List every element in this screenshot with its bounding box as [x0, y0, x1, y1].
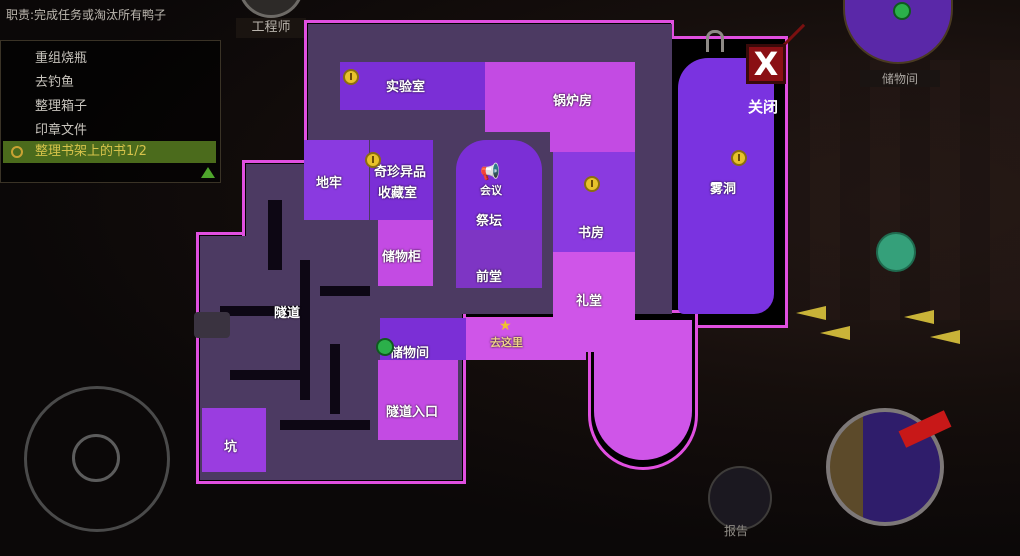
room-label: 收藏室: [378, 186, 418, 201]
star-target-icon: ★: [499, 318, 512, 334]
task-item[interactable]: 去钓鱼: [35, 75, 75, 90]
room-lobby: [456, 230, 542, 288]
task-item-active[interactable]: 整理书架上的书1/2: [3, 141, 216, 163]
room-rotunda: [594, 320, 692, 460]
task-list: 重组烧瓶 去钓鱼 整理箱子 印章文件 整理书架上的书1/2: [0, 40, 221, 183]
room-altar: [456, 140, 542, 230]
room-locker: [378, 220, 433, 286]
room-label: 雾洞: [710, 182, 737, 197]
maze-wall: [330, 344, 340, 414]
room-lab: [340, 62, 485, 110]
room-pit: [202, 408, 266, 472]
task-item[interactable]: 整理箱子: [35, 99, 88, 114]
room-storage: [380, 318, 466, 360]
room-label: 隧道: [274, 306, 301, 321]
room-goto: [466, 318, 586, 360]
room-boiler-ext: [550, 62, 635, 152]
player-speech-icon: [876, 232, 916, 272]
maze-wall: [280, 420, 370, 430]
task-bulb-icon[interactable]: [365, 152, 381, 168]
close-map-button[interactable]: X: [746, 44, 786, 84]
room-label: 地牢: [316, 176, 343, 191]
floor-arrow: [796, 306, 826, 320]
task-bulb-icon[interactable]: [343, 69, 359, 85]
player-location-icon: [376, 338, 394, 356]
room-label: 隧道入口: [386, 405, 439, 420]
room-fog: [678, 58, 774, 314]
maze-wall: [300, 260, 310, 400]
maze-wall: [230, 370, 310, 380]
room-label-goto: 去这里: [490, 336, 523, 349]
room-label: 奇珍异品: [374, 165, 427, 180]
floor-arrow: [820, 326, 850, 340]
collapse-arrow-icon[interactable]: [201, 167, 215, 178]
task-bulb-icon[interactable]: [584, 176, 600, 192]
background-wall: [780, 60, 1020, 320]
room-label: 储物间: [390, 346, 430, 361]
task-bulb-icon[interactable]: [731, 150, 747, 166]
task-target-icon: [11, 146, 23, 158]
report-label: 报告: [724, 524, 749, 538]
maze-wall: [268, 200, 282, 270]
room-label: 储物柜: [382, 250, 422, 265]
maze-wall: [220, 306, 300, 316]
joystick-knob[interactable]: [72, 434, 120, 482]
movement-joystick[interactable]: [24, 386, 170, 532]
room-label: 祭坛: [476, 214, 503, 229]
room-curio: [370, 140, 433, 220]
headphone-icon: [706, 30, 724, 52]
room-label: 锅炉房: [553, 94, 593, 109]
floor-arrow: [930, 330, 960, 344]
room-label: 书房: [578, 226, 605, 241]
room-tunnel-entry: [378, 360, 458, 440]
room-label: 会议: [480, 184, 502, 197]
minimap-room-label: 储物间: [860, 70, 940, 87]
vent-door-icon: [194, 312, 230, 338]
room-label: 前堂: [476, 270, 503, 285]
room-dungeon: [304, 140, 369, 220]
task-label: 整理书架上的书1/2: [35, 144, 147, 159]
room-label: 坑: [224, 440, 238, 455]
task-item[interactable]: 印章文件: [35, 123, 88, 138]
role-name: 工程师: [236, 18, 306, 38]
room-label: 实验室: [386, 80, 426, 95]
report-button[interactable]: [708, 466, 772, 530]
maze-wall: [320, 286, 370, 296]
role-description: 职责:完成任务或淘汰所有鸭子: [6, 8, 167, 22]
room-study: [553, 152, 635, 252]
task-item[interactable]: 重组烧瓶: [35, 51, 88, 66]
close-label[interactable]: 关闭: [748, 98, 779, 116]
room-label: 礼堂: [576, 294, 603, 309]
megaphone-icon[interactable]: 📢: [480, 162, 500, 181]
player-location-icon: [893, 2, 911, 20]
floor-arrow: [904, 310, 934, 324]
